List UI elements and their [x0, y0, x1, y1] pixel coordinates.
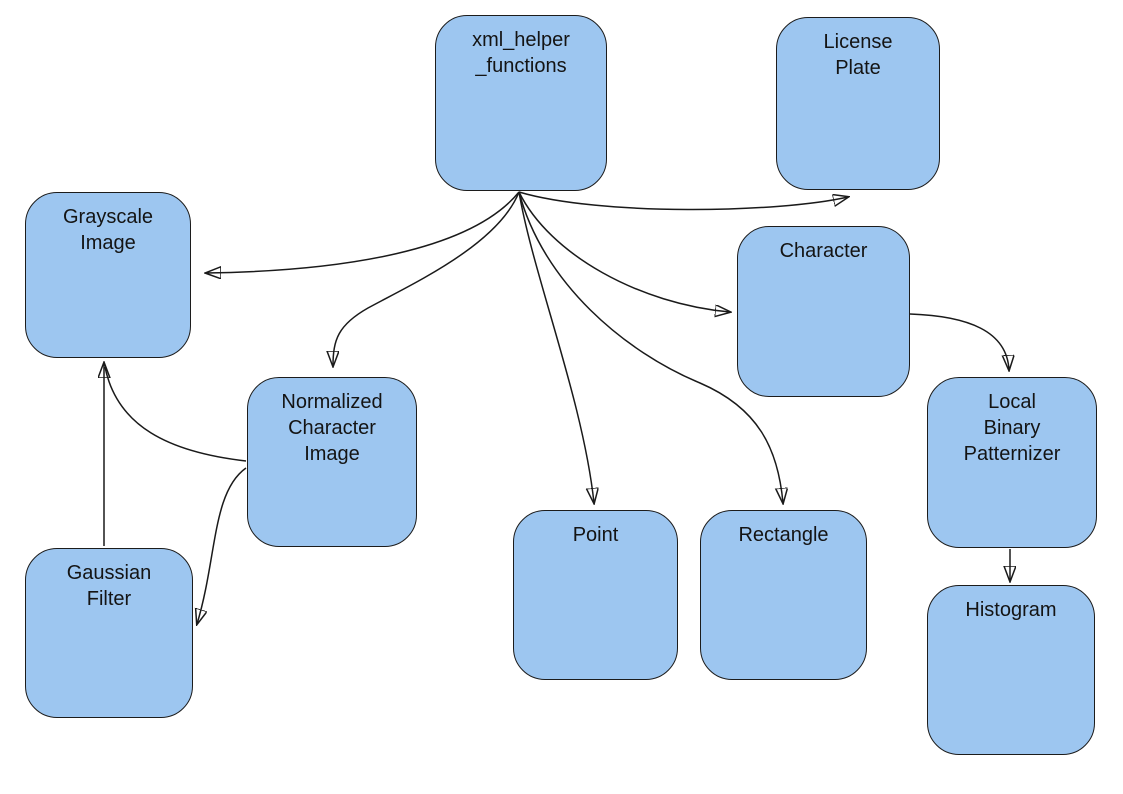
- node-label: Local Binary Patternizer: [963, 391, 1061, 465]
- edge-xml-helper-functions-to-grayscale-image: [206, 191, 520, 273]
- node-grayscale-image: Grayscale Image: [25, 192, 191, 358]
- node-label: Point: [572, 524, 619, 546]
- edge-character-to-local-binary-patternizer: [909, 313, 1009, 370]
- node-label: Grayscale Image: [62, 206, 154, 254]
- edge-xml-helper-functions-to-point: [518, 191, 594, 503]
- node-gaussian-filter: Gaussian Filter: [25, 548, 193, 718]
- edge-xml-helper-functions-to-character: [518, 191, 730, 312]
- edge-normalized-character-image-to-grayscale-image: [104, 366, 247, 462]
- node-point: Point: [513, 510, 678, 680]
- node-normalized-character-image: Normalized Character Image: [247, 377, 417, 547]
- node-label: License Plate: [823, 31, 893, 79]
- node-rectangle: Rectangle: [700, 510, 867, 680]
- node-label: Normalized Character Image: [281, 391, 383, 465]
- node-label: Gaussian Filter: [66, 562, 152, 610]
- node-character: Character: [737, 226, 910, 397]
- node-local-binary-patternizer: Local Binary Patternizer: [927, 377, 1097, 548]
- edge-xml-helper-functions-to-license-plate: [518, 191, 848, 211]
- edge-xml-helper-functions-to-rectangle: [518, 191, 783, 503]
- node-histogram: Histogram: [927, 585, 1095, 755]
- edge-normalized-character-image-to-gaussian-filter: [197, 467, 247, 624]
- node-xml-helper-functions: xml_helper _functions: [435, 15, 607, 191]
- node-license-plate: License Plate: [776, 17, 940, 190]
- node-label: Histogram: [965, 599, 1057, 621]
- node-label: xml_helper _functions: [472, 29, 570, 77]
- node-label: Character: [779, 240, 868, 262]
- node-label: Rectangle: [738, 524, 829, 546]
- edge-xml-helper-functions-to-normalized-character-image: [333, 191, 520, 366]
